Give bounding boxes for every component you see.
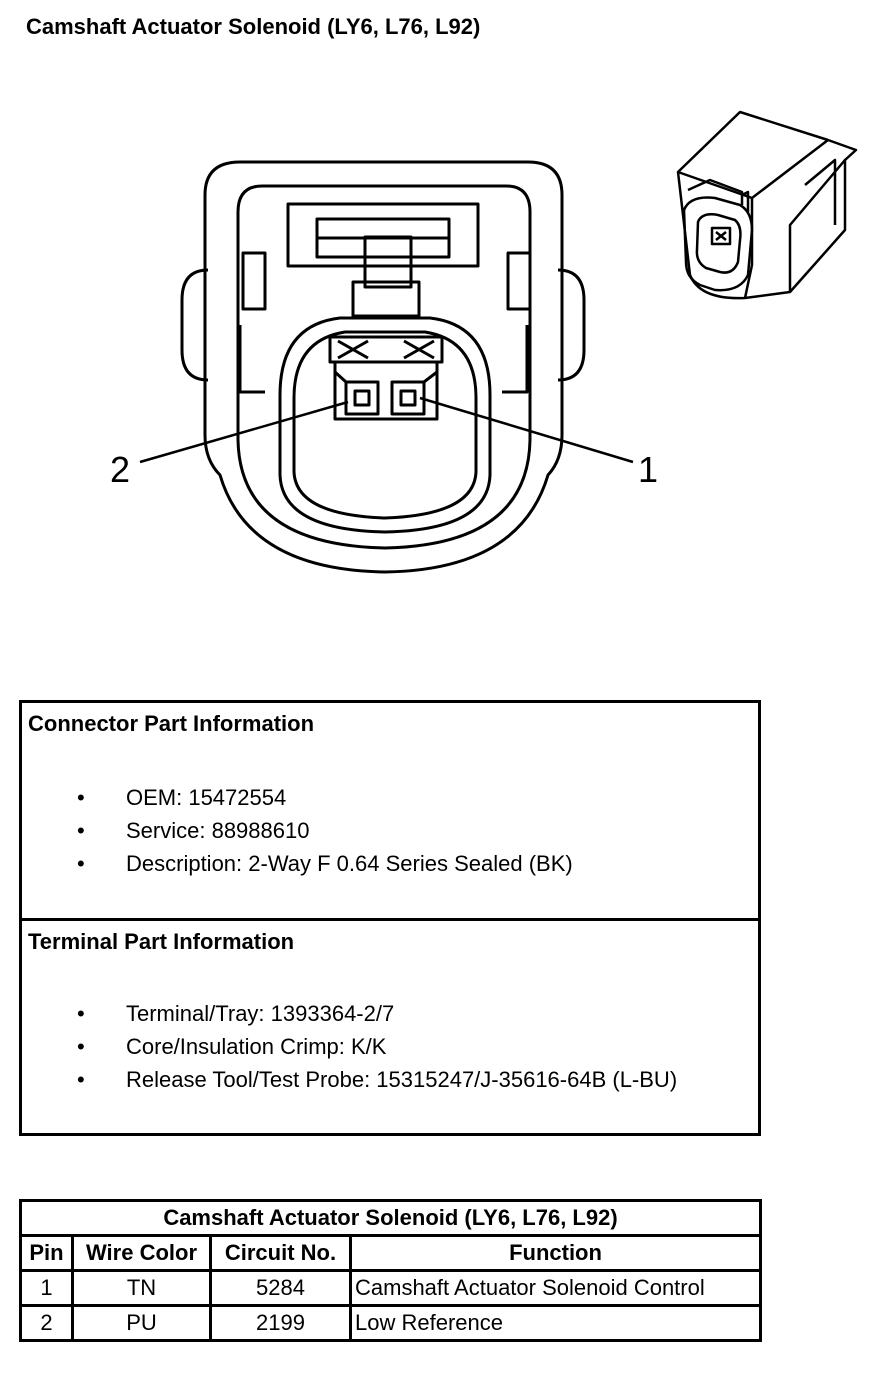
terminal-part-info: Terminal Part Information Terminal/Tray:… bbox=[22, 921, 758, 1133]
page-title: Camshaft Actuator Solenoid (LY6, L76, L9… bbox=[26, 14, 481, 39]
callout-pin-1: 1 bbox=[638, 449, 658, 490]
terminal-latch-top bbox=[328, 335, 444, 364]
connector-part-info-heading: Connector Part Information bbox=[28, 711, 315, 736]
connector-part-info: Connector Part Information OEM: 15472554… bbox=[22, 703, 758, 921]
table-header-row: Pin Wire Color Circuit No. Function bbox=[19, 1234, 762, 1272]
list-item: Description: 2-Way F 0.64 Series Sealed … bbox=[22, 847, 573, 880]
terminal-part-info-list: Terminal/Tray: 1393364-2/7 Core/Insulati… bbox=[22, 997, 677, 1096]
table-row: 1 TN 5284 Camshaft Actuator Solenoid Con… bbox=[19, 1269, 762, 1307]
column-header-function: Function bbox=[349, 1234, 762, 1272]
cell-circuit-no: 5284 bbox=[209, 1269, 352, 1307]
table-row: 2 PU 2199 Low Reference bbox=[19, 1304, 762, 1342]
list-item: OEM: 15472554 bbox=[22, 781, 573, 814]
cell-function: Camshaft Actuator Solenoid Control bbox=[349, 1269, 762, 1307]
cell-pin: 1 bbox=[19, 1269, 74, 1307]
leader-line-pin-2 bbox=[139, 400, 349, 464]
connector-diagram: 2 1 bbox=[110, 110, 858, 574]
latch-tab bbox=[363, 235, 413, 289]
terminal-cavity-pin-2 bbox=[344, 380, 380, 416]
list-item: Terminal/Tray: 1393364-2/7 bbox=[22, 997, 677, 1030]
terminal-cavity-body bbox=[333, 360, 439, 421]
callout-pin-2: 2 bbox=[110, 449, 130, 490]
connector-isometric-view bbox=[676, 110, 858, 300]
side-window-left bbox=[241, 251, 267, 311]
column-header-circuit-no: Circuit No. bbox=[209, 1234, 352, 1272]
part-info-box: Connector Part Information OEM: 15472554… bbox=[19, 700, 761, 1136]
cell-pin: 2 bbox=[19, 1304, 74, 1342]
connector-part-info-list: OEM: 15472554 Service: 88988610 Descript… bbox=[22, 781, 573, 880]
cell-function: Low Reference bbox=[349, 1304, 762, 1342]
cell-wire-color: PU bbox=[71, 1304, 212, 1342]
pinout-table: Camshaft Actuator Solenoid (LY6, L76, L9… bbox=[19, 1199, 762, 1342]
leader-line-pin-1 bbox=[419, 396, 634, 464]
terminal-cavity-pin-1 bbox=[390, 380, 426, 416]
side-window-right bbox=[506, 251, 532, 311]
terminal-part-info-heading: Terminal Part Information bbox=[28, 929, 295, 954]
list-item: Service: 88988610 bbox=[22, 814, 573, 847]
list-item: Core/Insulation Crimp: K/K bbox=[22, 1030, 677, 1063]
connector-right-lobe bbox=[557, 268, 586, 382]
table-caption-row: Camshaft Actuator Solenoid (LY6, L76, L9… bbox=[19, 1199, 762, 1237]
connector-left-lobe bbox=[180, 268, 209, 382]
latch-block bbox=[286, 202, 480, 268]
column-header-pin: Pin bbox=[19, 1234, 74, 1272]
list-item: Release Tool/Test Probe: 15315247/J-3561… bbox=[22, 1063, 677, 1096]
seal-ring-inner bbox=[292, 330, 478, 520]
connector-inner-housing bbox=[236, 184, 532, 550]
connector-outer-housing bbox=[203, 160, 564, 574]
cell-wire-color: TN bbox=[71, 1269, 212, 1307]
cell-circuit-no: 2199 bbox=[209, 1304, 352, 1342]
table-caption: Camshaft Actuator Solenoid (LY6, L76, L9… bbox=[19, 1199, 762, 1237]
column-header-wire-color: Wire Color bbox=[71, 1234, 212, 1272]
seal-ring-outer bbox=[278, 316, 492, 534]
